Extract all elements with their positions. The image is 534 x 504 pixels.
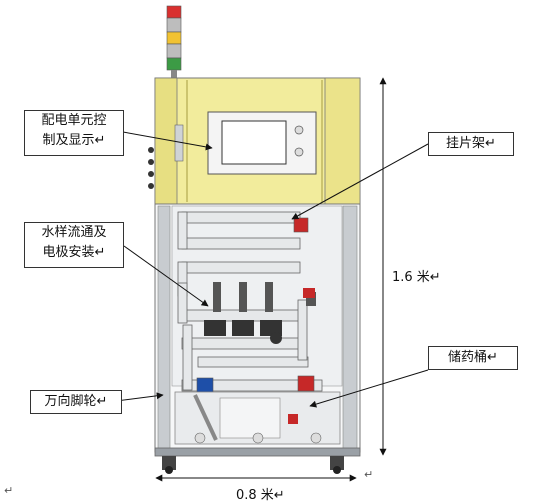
callout-tank-text: 储药桶↵ (448, 350, 498, 365)
callout-casters-text: 万向脚轮↵ (44, 394, 108, 409)
signal-tower-light (166, 5, 182, 78)
callout-rack-text: 挂片架↵ (446, 136, 496, 151)
chemical-tank-area (174, 391, 341, 445)
callout-casters: 万向脚轮↵ (30, 390, 122, 414)
callout-water-flow-line1: 水样流通及 (41, 225, 107, 240)
electrodes (204, 282, 316, 336)
display-screen (207, 111, 317, 175)
base-casters (154, 447, 361, 474)
paragraph-mark-right: ↵ (364, 468, 374, 481)
pipework (177, 211, 323, 392)
width-dimension-label: 0.8 米↵ (236, 488, 285, 503)
callout-control-unit: 配电单元控 制及显示↵ (24, 110, 124, 156)
callout-rack: 挂片架↵ (428, 132, 514, 156)
paragraph-mark-left: ↵ (4, 484, 14, 497)
callout-tank: 储药桶↵ (428, 346, 518, 370)
callout-water-flow: 水样流通及 电极安装↵ (24, 222, 124, 268)
callout-control-unit-line2: 制及显示↵ (42, 133, 106, 148)
callout-control-unit-line1: 配电单元控 (41, 113, 107, 128)
callout-water-flow-line2: 电极安装↵ (42, 245, 106, 260)
valves (196, 217, 315, 393)
height-dimension-label: 1.6 米↵ (392, 270, 441, 285)
